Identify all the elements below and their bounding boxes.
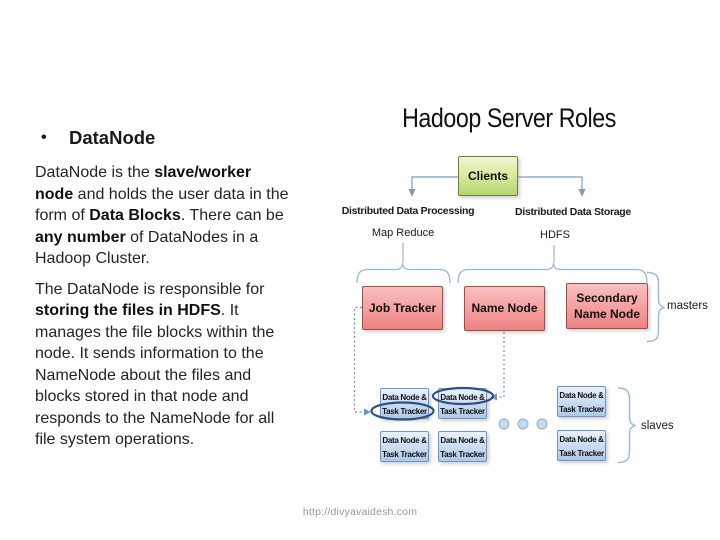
processing-branch-label: Distributed Data Processing — [341, 205, 475, 217]
slave-box-line1: Data Node & — [440, 393, 485, 402]
heading-text: DataNode — [69, 127, 156, 148]
slave-box-line1: Data Node & — [382, 436, 427, 445]
datanode-tasktracker-box-r1c1: Data Node & Task Tracker — [380, 388, 429, 419]
datanode-tasktracker-box-r2c1: Data Node & Task Tracker — [380, 431, 429, 462]
bullet-marker: • — [41, 129, 47, 146]
masters-brace — [646, 271, 665, 343]
processing-group-brace — [356, 262, 451, 284]
slave-box-line1: Data Node & — [559, 391, 604, 400]
text-run: The DataNode is responsible for — [35, 280, 265, 298]
slave-box-line2: Task Tracker — [440, 407, 485, 416]
paragraph-1: DataNode is the slave/worker node and ho… — [35, 162, 291, 270]
footer-url: http://divyavaidesh.com — [302, 506, 418, 518]
paragraph-2: The DataNode is responsible for storing … — [35, 279, 291, 451]
clients-right-arrow — [518, 176, 586, 197]
slave-box-line2: Task Tracker — [440, 450, 485, 459]
storage-branch-label: Distributed Data Storage — [515, 206, 631, 218]
text-run-bold: Data Blocks — [89, 207, 181, 224]
job-tracker-box: Job Tracker — [362, 286, 443, 330]
mapreduce-label: Map Reduce — [371, 227, 435, 239]
bullet-heading: • DataNode — [35, 126, 291, 150]
hdfs-label: HDFS — [540, 229, 570, 241]
clients-box: Clients — [458, 156, 518, 196]
datanode-tasktracker-box-r1c2: Data Node & Task Tracker — [438, 388, 487, 419]
slave-box-line1: Data Node & — [382, 393, 427, 402]
text-run: . There can be — [180, 207, 284, 224]
diagram-title: Hadoop Server Roles — [402, 103, 616, 133]
storage-group-brace — [457, 262, 648, 284]
text-run: DataNode is the — [35, 164, 155, 181]
secondary-line2: Name Node — [573, 307, 641, 321]
slaves-brace — [617, 387, 636, 464]
datanode-tasktracker-box-r1c3: Data Node & Task Tracker — [557, 386, 606, 417]
namenode-to-datanode-dotted-arrow — [490, 332, 505, 401]
slave-box-line2: Task Tracker — [559, 405, 604, 414]
text-run: of DataNodes in a Hadoop Cluster. — [35, 228, 259, 268]
clients-left-arrow — [408, 176, 458, 197]
datanode-text-panel: • DataNode DataNode is the slave/worker … — [35, 126, 291, 451]
text-run-bold: storing the files in HDFS — [35, 302, 221, 319]
text-run-bold: any number — [35, 228, 126, 246]
ellipsis-dots — [498, 418, 548, 430]
datanode-tasktracker-box-r2c2: Data Node & Task Tracker — [438, 431, 487, 462]
slaves-label: slaves — [641, 420, 674, 432]
slave-box-line1: Data Node & — [559, 435, 604, 444]
text-run-bold: slave/worker node — [35, 164, 252, 203]
slave-box-line2: Task Tracker — [382, 407, 427, 416]
slave-box-line2: Task Tracker — [382, 450, 427, 459]
slave-box-line2: Task Tracker — [559, 449, 604, 458]
slave-box-line1: Data Node & — [440, 436, 485, 445]
text-run: . It manages the file blocks within the … — [35, 302, 275, 448]
name-node-box: Name Node — [464, 286, 545, 331]
datanode-tasktracker-box-r2c3: Data Node & Task Tracker — [557, 430, 606, 461]
text-run: and holds the user data in the form of — [35, 185, 289, 225]
masters-label: masters — [667, 300, 708, 312]
secondary-line1: Secondary — [576, 291, 638, 305]
secondary-name-node-box: Secondary Name Node — [566, 283, 648, 329]
